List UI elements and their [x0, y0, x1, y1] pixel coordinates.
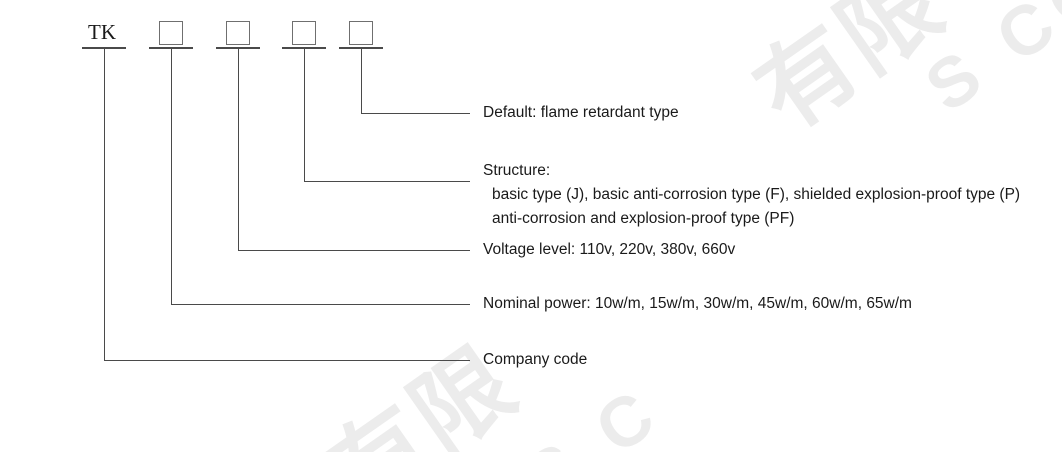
leader-arm-flame-type [361, 113, 470, 115]
callout-company-code: Company code [483, 351, 588, 368]
leader-arm-nominal-power [171, 304, 470, 306]
watermark-top-latin: S CO [911, 0, 1062, 127]
watermark-top-cjk: 有限 [737, 0, 963, 151]
leader-stem-flame-type [361, 47, 363, 113]
callout-structure-line-2: anti-corrosion and explosion-proof type … [492, 210, 795, 227]
watermark-bottom-cjk: 有限 [310, 327, 536, 452]
leader-stem-nominal-power [171, 47, 173, 304]
symbol-prefix-tk: TK [88, 20, 116, 44]
leader-arm-structure [304, 181, 470, 183]
callout-structure-heading: Structure: [483, 162, 551, 179]
symbol-box-flame-type [349, 21, 373, 45]
leader-arm-voltage-level [238, 250, 470, 252]
leader-stem-structure [304, 47, 306, 181]
callout-structure-line-1: basic type (J), basic anti-corrosion typ… [483, 184, 1020, 206]
symbol-box-structure [292, 21, 316, 45]
leader-stem-company-code [104, 47, 106, 360]
callout-flame-retardant: Default: flame retardant type [483, 104, 679, 121]
callout-voltage-level: Voltage level: 110v, 220v, 380v, 660v [483, 241, 736, 258]
structure-basic-type-rest: , basic anti-corrosion type (F), shielde… [584, 186, 1021, 203]
structure-basic-type-red: basic type (J) [492, 186, 585, 203]
symbol-box-nominal-power [159, 21, 183, 45]
leader-arm-company-code [104, 360, 470, 362]
symbol-box-voltage-level [226, 21, 250, 45]
watermark-bottom-latin: S C [510, 369, 676, 452]
callout-nominal-power: Nominal power: 10w/m, 15w/m, 30w/m, 45w/… [483, 295, 912, 312]
leader-stem-voltage-level [238, 47, 240, 250]
